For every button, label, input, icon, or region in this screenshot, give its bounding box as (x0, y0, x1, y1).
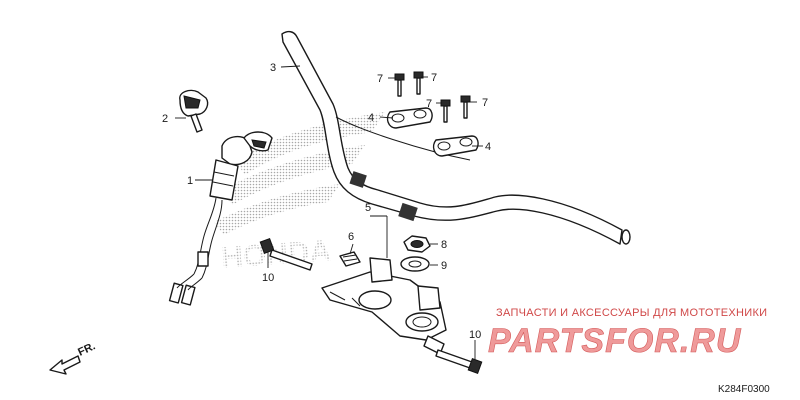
callout-4-right: 4 (485, 141, 491, 153)
callout-5: 5 (365, 202, 371, 214)
callout-8: 8 (441, 239, 447, 251)
callout-4-left: 4 (368, 112, 374, 124)
upper-holder-right (432, 135, 479, 157)
callout-7-a: 7 (377, 73, 383, 85)
fr-label: FR. (76, 340, 97, 358)
callout-7-b: 7 (431, 72, 437, 84)
handlebar (281, 30, 631, 245)
watermark-brand: PARTSFOR.RU (488, 322, 742, 360)
bridge-bolt-upper (259, 238, 313, 271)
washer (400, 256, 430, 272)
callout-1: 1 (187, 175, 193, 187)
diagram-code: K284F0300 (718, 384, 770, 395)
watermark-caption: ЗАПЧАСТИ И АКСЕССУАРЫ ДЛЯ МОТОТЕХНИКИ (496, 307, 767, 319)
arrow-left-icon (49, 355, 81, 375)
handlebar-knurl-right (398, 202, 418, 222)
front-direction-arrow: FR. (49, 340, 97, 375)
callout-3: 3 (270, 62, 276, 74)
ignition-switch (168, 131, 273, 306)
handlebar-end (621, 229, 631, 245)
leader-lines (175, 65, 483, 360)
callout-10-lower: 10 (469, 329, 481, 341)
holder-bolt-3 (440, 99, 451, 123)
top-bridge (321, 257, 447, 355)
callout-7-d: 7 (482, 97, 488, 109)
callout-7-c: 7 (426, 98, 432, 110)
callout-9: 9 (441, 260, 447, 272)
handlebar-knurl-left (349, 171, 367, 188)
callout-6: 6 (348, 231, 354, 243)
bridge-bolt-lower (435, 349, 483, 374)
holder-bolt-4 (460, 95, 471, 119)
holder-bolt-1 (394, 73, 405, 97)
damper-rubber (339, 251, 361, 267)
callout-2: 2 (162, 113, 168, 125)
holder-bolt-2 (413, 71, 424, 95)
ignition-key (179, 89, 209, 133)
nut (403, 235, 431, 253)
callout-10-upper: 10 (262, 272, 274, 284)
upper-holder-left (386, 107, 433, 129)
